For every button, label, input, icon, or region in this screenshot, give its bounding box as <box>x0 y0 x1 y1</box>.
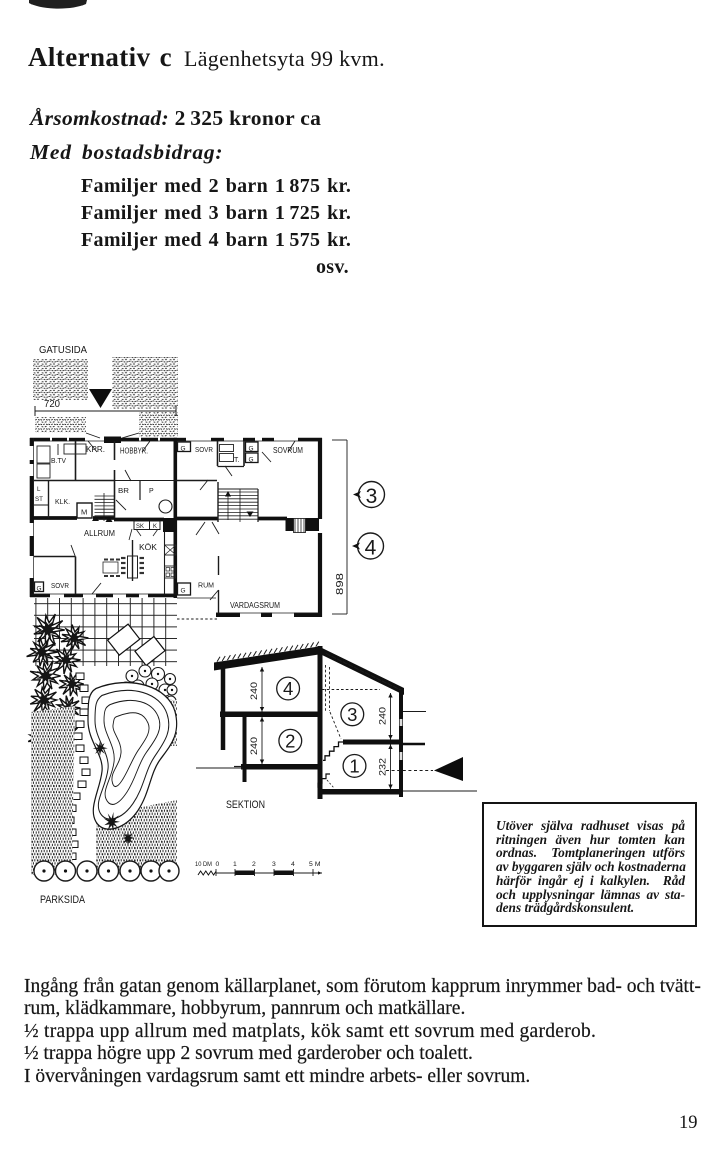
svg-text:4: 4 <box>283 678 293 699</box>
svg-text:K: K <box>153 524 157 530</box>
svg-text:4: 4 <box>291 861 295 868</box>
svg-text:SOVR: SOVR <box>195 445 213 454</box>
svg-text:10 DM: 10 DM <box>195 861 212 868</box>
svg-text:240: 240 <box>378 707 389 725</box>
svg-text:240: 240 <box>249 682 260 700</box>
svg-text:B.TV: B.TV <box>51 458 66 465</box>
svg-text:L: L <box>37 486 41 493</box>
svg-text:2: 2 <box>252 861 256 868</box>
svg-text:ST: ST <box>35 496 43 503</box>
svg-text:M: M <box>81 508 87 517</box>
svg-text:KÖK: KÖK <box>139 543 158 552</box>
svg-text:HOBBYR.: HOBBYR. <box>120 447 148 456</box>
svg-text:KLK.: KLK. <box>55 499 70 506</box>
svg-text:0: 0 <box>216 861 220 868</box>
svg-text:240: 240 <box>249 737 260 755</box>
svg-text:3: 3 <box>366 485 378 508</box>
svg-text:SOVRUM: SOVRUM <box>273 446 303 455</box>
svg-text:PARKSIDA: PARKSIDA <box>40 894 86 906</box>
svg-text:720: 720 <box>44 399 60 410</box>
svg-text:G: G <box>249 457 254 464</box>
svg-text:GATUSIDA: GATUSIDA <box>39 344 87 356</box>
svg-text:ALLRUM: ALLRUM <box>84 529 115 538</box>
svg-text:SK: SK <box>136 524 144 530</box>
svg-text:RUM: RUM <box>198 581 214 590</box>
svg-text:BR: BR <box>118 488 129 495</box>
svg-text:G: G <box>37 586 42 593</box>
svg-text:2: 2 <box>285 730 295 751</box>
svg-text:SEKTION: SEKTION <box>226 799 265 811</box>
svg-text:4: 4 <box>365 537 377 560</box>
svg-text:5 M: 5 M <box>309 861 321 868</box>
svg-text:1: 1 <box>349 755 359 776</box>
svg-text:G: G <box>249 446 254 453</box>
svg-text:3: 3 <box>272 861 276 868</box>
svg-text:1: 1 <box>233 861 237 868</box>
svg-text:3: 3 <box>347 704 357 725</box>
svg-text:SOVR: SOVR <box>51 581 69 590</box>
svg-text:G: G <box>181 588 186 595</box>
svg-text:898: 898 <box>335 572 346 595</box>
svg-text:P: P <box>149 488 154 495</box>
svg-text:T.: T. <box>234 457 240 464</box>
svg-text:G: G <box>181 446 186 453</box>
svg-text:VARDAGSRUM: VARDAGSRUM <box>230 601 280 610</box>
svg-text:232: 232 <box>378 758 389 776</box>
